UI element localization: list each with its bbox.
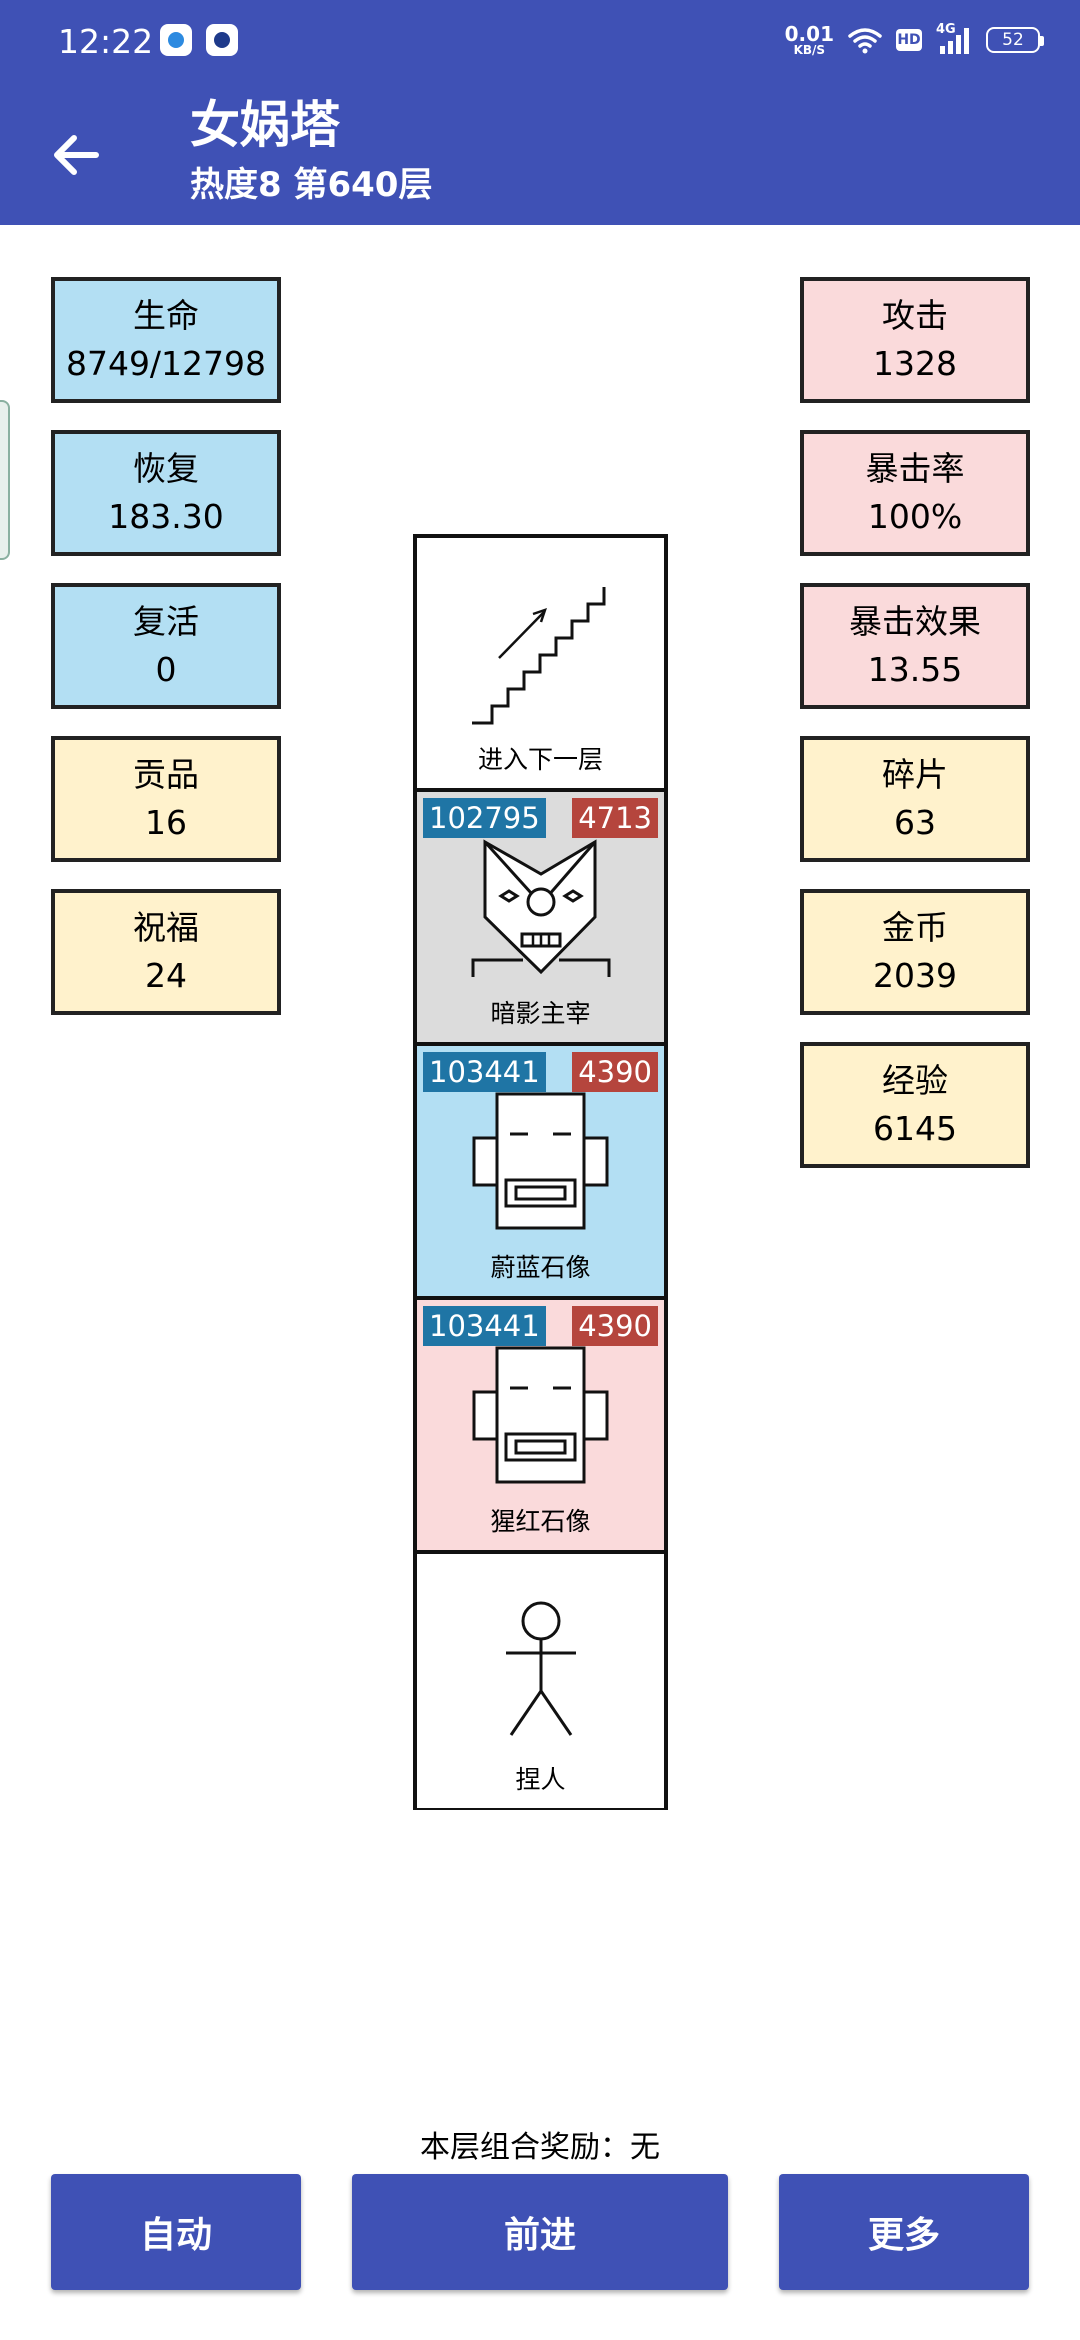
app-header: 12:22 0.01 KB/S HD 4G bbox=[0, 0, 1080, 225]
network-speed: 0.01 KB/S bbox=[785, 24, 834, 56]
tower-floor-label: 猩红石像 bbox=[490, 1507, 591, 1536]
stat-revive: 复活 0 bbox=[51, 583, 281, 709]
battery-indicator: 52 bbox=[986, 27, 1044, 53]
stat-exp: 经验 6145 bbox=[800, 1042, 1030, 1168]
stat-crit-rate-value: 100% bbox=[867, 497, 963, 536]
monster-hp-badge: 103441 bbox=[423, 1306, 546, 1346]
stat-regen-label: 恢复 bbox=[133, 449, 199, 489]
tower-floor-player[interactable]: 捏人 bbox=[417, 1554, 664, 1808]
stat-regen-value: 183.30 bbox=[108, 497, 224, 536]
tower-floor-label: 捏人 bbox=[515, 1765, 566, 1794]
stat-offering-value: 16 bbox=[145, 803, 187, 842]
stat-attack-value: 1328 bbox=[873, 344, 957, 383]
stat-crit-rate: 暴击率 100% bbox=[800, 430, 1030, 556]
stat-exp-value: 6145 bbox=[873, 1109, 957, 1148]
stat-crit-effect-label: 暴击效果 bbox=[849, 602, 981, 642]
stat-offering-label: 贡品 bbox=[133, 755, 199, 795]
tower-floor-monster[interactable]: 103441 4390 猩红石像 bbox=[417, 1300, 664, 1554]
cell-signal-icon: 4G bbox=[936, 22, 972, 56]
floor-reward-text: 本层组合奖励：无 bbox=[420, 2130, 660, 2165]
stat-crit-effect: 暴击效果 13.55 bbox=[800, 583, 1030, 709]
tower-floor-label: 暗影主宰 bbox=[490, 999, 591, 1028]
stat-hp: 生命 8749/12798 bbox=[51, 277, 281, 403]
stat-exp-label: 经验 bbox=[882, 1061, 948, 1101]
stat-revive-label: 复活 bbox=[133, 602, 199, 642]
stairs-icon bbox=[472, 587, 606, 725]
hd-badge: HD bbox=[896, 29, 922, 51]
stat-crit-rate-label: 暴击率 bbox=[865, 449, 965, 489]
status-bar-right: 0.01 KB/S HD 4G 52 bbox=[785, 18, 1044, 62]
monster-hp-badge: 102795 bbox=[423, 798, 546, 838]
stat-blessing-label: 祝福 bbox=[133, 908, 199, 948]
tower-floor-next[interactable]: 进入下一层 bbox=[417, 538, 664, 792]
network-speed-value: 0.01 bbox=[784, 22, 834, 46]
tower-floor-monster[interactable]: 102795 4713 暗影主宰 bbox=[417, 792, 664, 1046]
stat-hp-value: 8749/12798 bbox=[65, 344, 267, 383]
auto-button[interactable]: 自动 bbox=[51, 2174, 301, 2290]
wifi-icon bbox=[848, 28, 882, 54]
monster-hp-badge: 103441 bbox=[423, 1052, 546, 1092]
stick-figure-icon bbox=[506, 1601, 576, 1736]
page-subtitle: 热度8 第640层 bbox=[190, 165, 433, 205]
stat-fragments-value: 63 bbox=[894, 803, 936, 842]
tower-floor-monster[interactable]: 103441 4390 蔚蓝石像 bbox=[417, 1046, 664, 1300]
stat-gold-value: 2039 bbox=[873, 956, 957, 995]
azure-statue-icon bbox=[472, 1092, 609, 1230]
notification-app-icon-2 bbox=[206, 24, 238, 56]
monster-atk-badge: 4390 bbox=[572, 1052, 658, 1092]
network-type: 4G bbox=[936, 22, 956, 37]
stat-offering: 贡品 16 bbox=[51, 736, 281, 862]
stat-blessing-value: 24 bbox=[145, 956, 187, 995]
stat-attack: 攻击 1328 bbox=[800, 277, 1030, 403]
forward-button[interactable]: 前进 bbox=[352, 2174, 728, 2290]
tower-floor-label: 进入下一层 bbox=[477, 745, 603, 774]
stat-gold: 金币 2039 bbox=[800, 889, 1030, 1015]
shadow-lord-icon bbox=[471, 839, 611, 977]
stat-fragments-label: 碎片 bbox=[882, 755, 948, 795]
back-button[interactable] bbox=[46, 125, 106, 185]
stat-fragments: 碎片 63 bbox=[800, 736, 1030, 862]
edge-drawer-handle[interactable] bbox=[0, 400, 10, 560]
network-speed-unit: KB/S bbox=[793, 43, 826, 57]
page-title: 女娲塔 bbox=[190, 96, 340, 154]
monster-atk-badge: 4390 bbox=[572, 1306, 658, 1346]
stat-regen: 恢复 183.30 bbox=[51, 430, 281, 556]
more-button[interactable]: 更多 bbox=[779, 2174, 1029, 2290]
tower-column: 进入下一层 102795 4713 暗影主宰 bbox=[413, 534, 668, 1810]
stat-crit-effect-value: 13.55 bbox=[867, 650, 963, 689]
notification-app-icon bbox=[160, 24, 192, 56]
arrow-left-icon bbox=[54, 135, 99, 175]
stat-revive-value: 0 bbox=[155, 650, 177, 689]
status-time: 12:22 bbox=[58, 22, 154, 61]
stat-gold-label: 金币 bbox=[882, 908, 948, 948]
stat-blessing: 祝福 24 bbox=[51, 889, 281, 1015]
stat-attack-label: 攻击 bbox=[882, 296, 948, 336]
tower-floor-label: 蔚蓝石像 bbox=[490, 1253, 591, 1282]
monster-atk-badge: 4713 bbox=[572, 798, 658, 838]
stat-hp-label: 生命 bbox=[133, 296, 199, 336]
crimson-statue-icon bbox=[472, 1346, 609, 1484]
